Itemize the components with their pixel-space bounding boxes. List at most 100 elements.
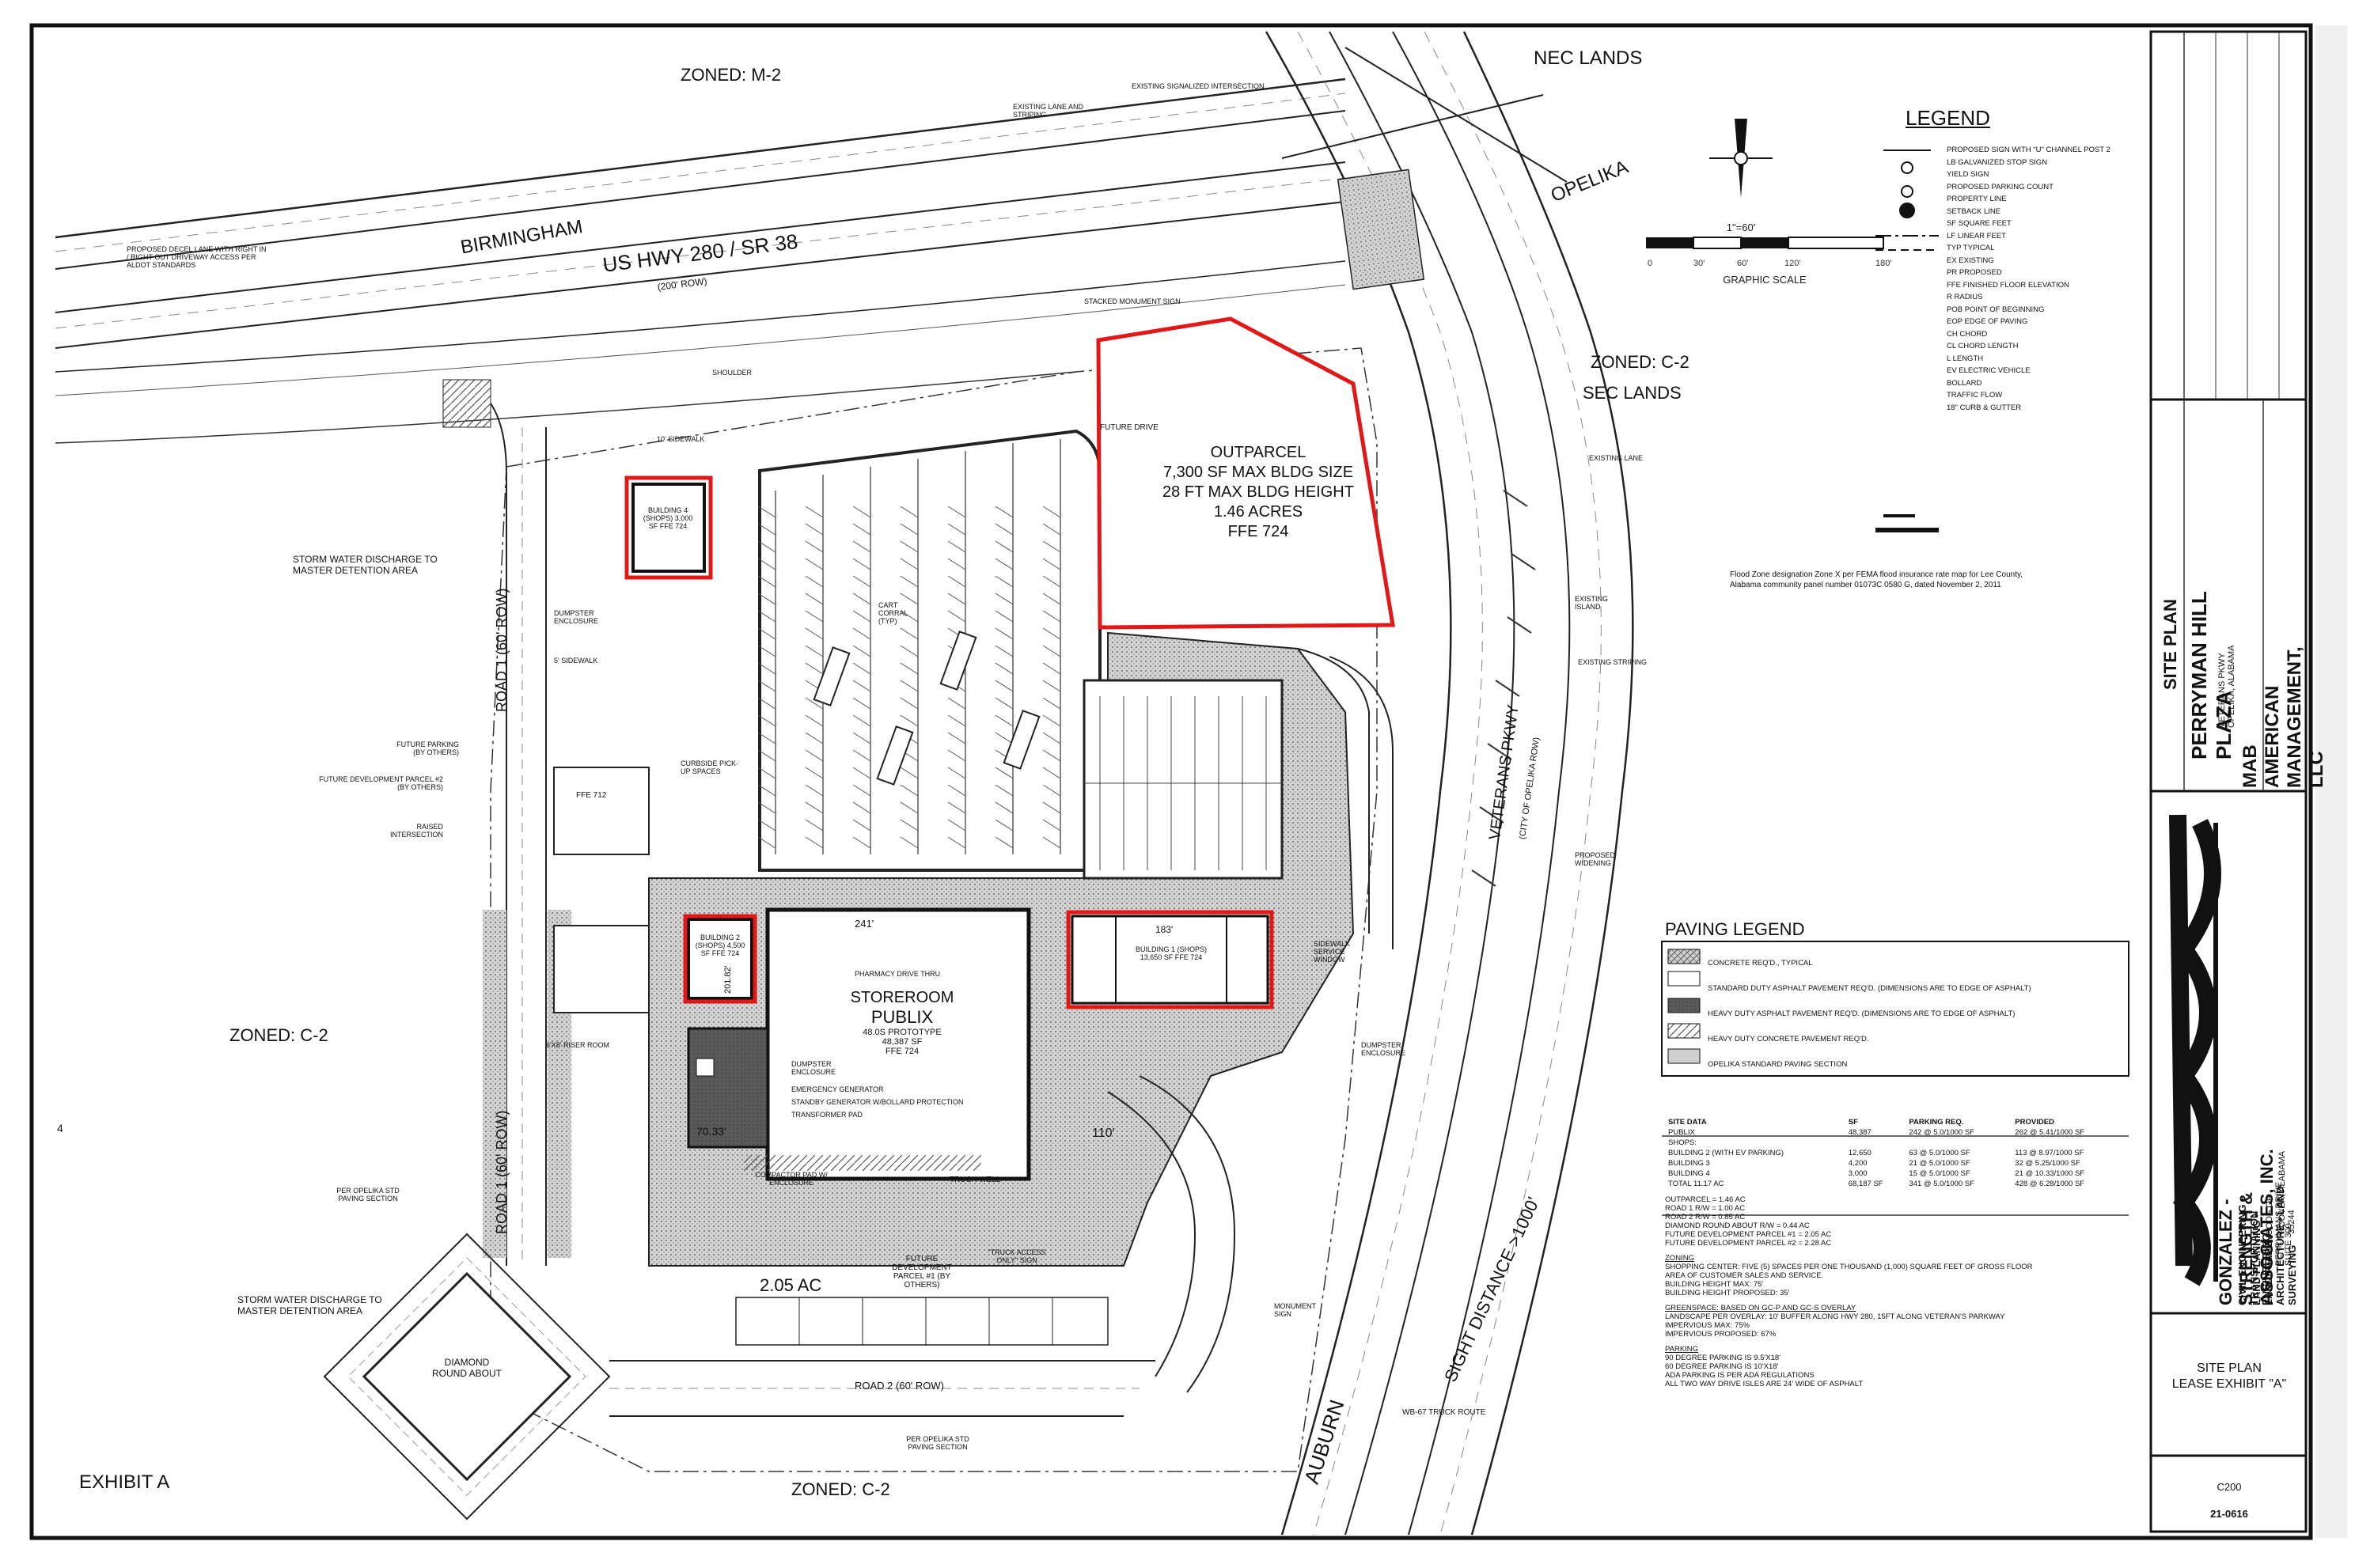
parking-stall-line: [995, 627, 1014, 640]
site-data-cell: 21 @ 5.0/1000 SF: [1909, 1159, 1970, 1168]
zone-east-label: ZONED: C-2: [1591, 352, 1689, 372]
parking-stall-line: [1042, 627, 1061, 640]
parking-stall-line: [947, 732, 966, 744]
parking-stall-line: [995, 575, 1014, 588]
site-data-note: AREA OF CUSTOMER SALES AND SERVICE.: [1665, 1271, 1824, 1280]
parking-stall-line: [805, 749, 824, 762]
dumpster-3-callout: DUMPSTER ENCLOSURE: [1361, 1041, 1406, 1057]
opelika-std-callout: PER OPELIKA STD PAVING SECTION: [336, 1187, 400, 1203]
site-data-header: SITE DATA: [1668, 1118, 1707, 1127]
dim-183: 183': [1155, 924, 1174, 935]
site-data-cell: 4,200: [1848, 1159, 1868, 1168]
existing-striping-callout: EXISTING STRIPING: [1578, 658, 1648, 666]
legend-item: PROPERTY LINE: [1947, 195, 2007, 203]
compactor-callout: COMPACTOR PAD W/ ENCLOSURE: [755, 1171, 828, 1187]
parking-stall-line: [852, 506, 871, 518]
site-data-note: SHOPPING CENTER: FIVE (5) SPACES PER ONE…: [1665, 1263, 2033, 1271]
truck-drive: [1139, 1075, 1236, 1393]
scale-ratio: 1"=60': [1727, 222, 1755, 233]
parking-stall-line: [852, 627, 871, 640]
legend-item: CH CHORD: [1947, 329, 1988, 339]
parking-stall-line: [805, 645, 824, 657]
parking-stall-line: [947, 523, 966, 536]
parking-stall-line: [995, 662, 1014, 675]
site-data-note-title: PARKING: [1665, 1345, 1699, 1354]
site-data-cell: 68,187 SF: [1848, 1180, 1883, 1188]
site-data-note-title: GREENSPACE: BASED ON GC-P AND GC-S OVERL…: [1665, 1304, 1856, 1312]
parking-stall-line: [1042, 593, 1061, 605]
parking-stall-line: [900, 610, 919, 623]
parking-stall-line: [995, 784, 1014, 797]
site-data-notes: GREENSPACE: BASED ON GC-P AND GC-S OVERL…: [1665, 1304, 2132, 1339]
riser-callout: 6'X8' RISER ROOM: [546, 1041, 609, 1049]
scale-tick-1: 30': [1693, 259, 1705, 268]
cart-corrals: [813, 631, 1041, 786]
parking-stall-line: [805, 836, 824, 849]
site-data-cell: [2012, 1138, 2124, 1148]
parking-stall-line: [900, 714, 919, 727]
site-data-note: FUTURE DEVELOPMENT PARCEL #2 = 2.28 AC: [1665, 1239, 1832, 1248]
parking-stall-line: [947, 836, 966, 849]
parking-stall-line: [757, 784, 776, 797]
parking-stall-line: [947, 784, 966, 797]
parking-stall-line: [805, 558, 824, 570]
lease-exhibit-label: SITE PLAN LEASE EXHIBIT "A": [2171, 1362, 2287, 1391]
legend-item: TYP TYPICAL: [1947, 244, 1995, 252]
drawing-number: C200: [2217, 1481, 2242, 1493]
parking-stall-line: [995, 801, 1014, 814]
parking-stall-line: [1042, 506, 1061, 518]
existing-lane-callout: EXISTING LANE AND STRIPING: [1013, 103, 1084, 119]
diamond-roundabout: [323, 1233, 611, 1521]
title-block: [2149, 30, 2308, 1533]
cart-corral-callout: CART CORRAL (TYP): [878, 601, 908, 625]
sheet-title-vertical: SITE PLAN: [2160, 599, 2180, 690]
storm-water-1-callout: STORM WATER DISCHARGE TO MASTER DETENTIO…: [293, 554, 438, 576]
storm-water-2-callout: STORM WATER DISCHARGE TO MASTER DETENTIO…: [237, 1294, 382, 1316]
parking-stall-line: [1042, 749, 1061, 762]
site-data-cell: 21 @ 10.33/1000 SF: [2015, 1169, 2085, 1178]
outparcel-acres: 1.46 ACRES: [1213, 503, 1303, 521]
building-1-highlight: [1066, 910, 1274, 1009]
parking-stall-line: [852, 540, 871, 553]
site-data-cell: 428 @ 6.28/1000 SF: [2015, 1180, 2085, 1188]
parking-stall-line: [805, 575, 824, 588]
parking-stall-line: [1042, 819, 1061, 831]
parking-stall-line: [1042, 540, 1061, 553]
legend-title: LEGEND: [1906, 106, 1990, 130]
legend-item: PROPOSED SIGN WITH "U" CHANNEL POST 2 LB…: [1947, 146, 2110, 167]
site-data-note: LANDSCAPE PER OVERLAY: 10' BUFFER ALONG …: [1665, 1312, 2005, 1321]
publix-building: [687, 907, 1031, 1181]
curved-drive-outer: [1329, 656, 1394, 949]
parking-stall-line: [1042, 767, 1061, 779]
parking-stall-line: [900, 819, 919, 831]
parking-stall-line: [805, 593, 824, 605]
parking-stall-line: [757, 749, 776, 762]
sec-lands-label: SEC LANDS: [1583, 383, 1682, 403]
site-data-cell: 15 @ 5.0/1000 SF: [1909, 1169, 1970, 1178]
site-data-table: [1662, 1135, 2129, 1216]
parking-stall-line: [900, 836, 919, 849]
site-data-header: PARKING REQ.: [1909, 1118, 1964, 1127]
parking-stall-line: [852, 558, 871, 570]
highway-label: US HWY 280 / SR 38: [601, 229, 799, 277]
paving-legend-title: PAVING LEGEND: [1665, 919, 1805, 939]
site-data-cell: [1906, 1138, 2012, 1148]
legend-item: EV ELECTRIC VEHICLE: [1947, 366, 2031, 375]
parking-stall-line: [1042, 662, 1061, 675]
parking-stall-line: [900, 680, 919, 692]
parking-stall-line: [852, 836, 871, 849]
paving-legend-item: STANDARD DUTY ASPHALT PAVEMENT REQ'D. (D…: [1708, 984, 2031, 993]
site-data-cell: 32 @ 5.25/1000 SF: [2015, 1159, 2080, 1168]
veterans-sub-label: (CITY OF OPELIKA ROW): [1518, 737, 1542, 840]
sidewalk10-callout: 10' SIDEWALK: [657, 435, 705, 443]
parking-stall-line: [947, 714, 966, 727]
ffe-small-label: FFE 712: [576, 791, 607, 800]
parking-stall-line: [900, 593, 919, 605]
parking-stall-line: [995, 523, 1014, 536]
parking-stall-line: [852, 784, 871, 797]
parking-stall-line: [757, 801, 776, 814]
site-data-cell: TOTAL 11.17 AC: [1668, 1180, 1724, 1188]
paving-legend-item: OPELIKA STANDARD PAVING SECTION: [1708, 1060, 1848, 1069]
